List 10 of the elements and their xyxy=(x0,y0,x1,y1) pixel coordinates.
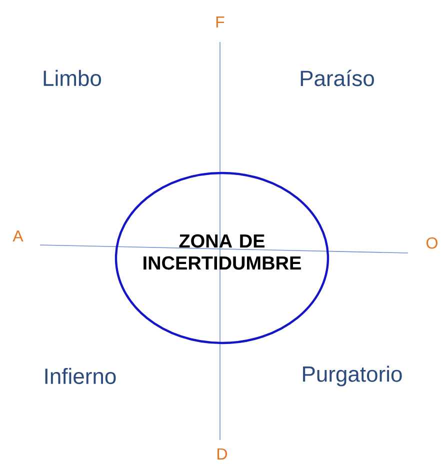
axis-letter: A xyxy=(12,230,24,242)
quadrant-label: Purgatorio xyxy=(303,366,402,386)
axis-letter: O xyxy=(426,237,438,249)
uncertainty-ellipse xyxy=(114,172,330,344)
zone-label: ZONA DE INCERTIDUMBRE xyxy=(144,234,301,270)
axis-letter: F xyxy=(216,16,224,28)
quadrant-label: Infierno xyxy=(45,368,116,384)
quadrant-label: Paraíso xyxy=(300,70,374,86)
axis-letter: D xyxy=(218,448,227,460)
quadrant-label: Limbo xyxy=(44,70,102,86)
